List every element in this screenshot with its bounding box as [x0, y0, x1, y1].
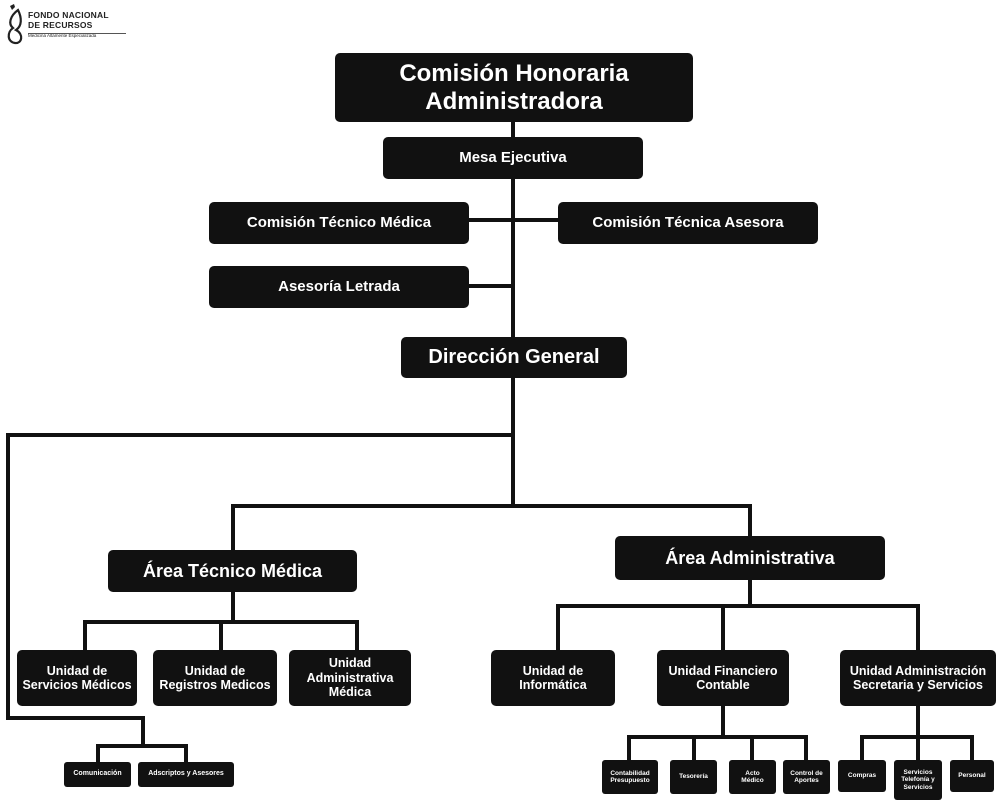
node-unidad-servicios-medicos: Unidad de Servicios Médicos [17, 650, 137, 706]
node-unidad-administrativa-medica: Unidad Administrativa Médica [289, 650, 411, 706]
node-mesa-ejecutiva: Mesa Ejecutiva [383, 137, 643, 179]
node-contabilidad-presupuesto-label: Contabilidad Presupuesto [610, 769, 650, 784]
node-comision-tecnico-medica: Comisión Técnico Médica [209, 202, 469, 244]
node-tesoreria: Tesorería [670, 760, 717, 794]
node-unidad-registros-medicos-label: Unidad de Registros Medicos [159, 663, 271, 692]
node-unidad-financiero-contable: Unidad Financiero Contable [657, 650, 789, 706]
node-personal: Personal [950, 760, 994, 792]
node-personal-label: Personal [958, 772, 986, 780]
node-comunicacion: Comunicación [64, 762, 131, 787]
node-asesoria-letrada-label: Asesoría Letrada [278, 278, 400, 296]
node-contabilidad-presupuesto: Contabilidad Presupuesto [602, 760, 658, 794]
fnr-logo-icon [7, 4, 23, 45]
node-unidad-informatica-label: Unidad de Informática [519, 663, 587, 692]
node-comision-tecnico-medica-label: Comisión Técnico Médica [246, 214, 432, 232]
node-control-aportes: Control de Aportes [783, 760, 830, 794]
node-unidad-servicios-medicos-label: Unidad de Servicios Médicos [22, 663, 132, 692]
node-servicios-telefonia: Servicios Telefonía y Servicios [894, 760, 942, 800]
node-adscriptos-asesores-label: Adscriptos y Asesores [148, 770, 224, 778]
node-direccion-general: Dirección General [401, 337, 627, 378]
node-unidad-financiero-contable-label: Unidad Financiero Contable [668, 663, 778, 692]
node-area-tecnico-medica: Área Técnico Médica [108, 550, 357, 592]
fnr-logo: FONDO NACIONAL DE RECURSOS Medicina Alta… [4, 2, 144, 54]
node-control-aportes-label: Control de Aportes [790, 769, 823, 784]
node-comision-tecnica-asesora-label: Comisión Técnica Asesora [592, 214, 784, 232]
node-asesoria-letrada: Asesoría Letrada [209, 266, 469, 308]
node-comision-tecnica-asesora: Comisión Técnica Asesora [558, 202, 818, 244]
node-acto-medico-label: Acto Médico [741, 769, 764, 784]
logo-divider [28, 33, 126, 34]
node-compras-label: Compras [847, 772, 877, 780]
node-direccion-general-label: Dirección General [428, 346, 600, 368]
node-unidad-administracion-secretaria-label: Unidad Administración Secretaria y Servi… [849, 663, 987, 692]
node-comunicacion-label: Comunicación [73, 770, 122, 778]
node-unidad-registros-medicos: Unidad de Registros Medicos [153, 650, 277, 706]
node-unidad-administrativa-medica-label: Unidad Administrativa Médica [306, 656, 394, 700]
node-comision-honoraria-label: Comisión Honoraria Administradora [399, 59, 629, 115]
node-area-administrativa: Área Administrativa [615, 536, 885, 580]
logo-line-2: DE RECURSOS [28, 20, 93, 30]
node-adscriptos-asesores: Adscriptos y Asesores [138, 762, 234, 787]
node-mesa-ejecutiva-label: Mesa Ejecutiva [459, 149, 567, 167]
node-servicios-telefonia-label: Servicios Telefonía y Servicios [901, 768, 935, 791]
node-unidad-informatica: Unidad de Informática [491, 650, 615, 706]
node-unidad-administracion-secretaria: Unidad Administración Secretaria y Servi… [840, 650, 996, 706]
node-tesoreria-label: Tesorería [679, 773, 708, 781]
node-compras: Compras [838, 760, 886, 792]
logo-line-3: Medicina Altamente Especializada [28, 33, 97, 38]
logo-line-1: FONDO NACIONAL [28, 10, 109, 20]
node-comision-honoraria: Comisión Honoraria Administradora [335, 53, 693, 122]
node-area-administrativa-label: Área Administrativa [665, 547, 835, 568]
node-area-tecnico-medica-label: Área Técnico Médica [142, 560, 323, 581]
node-acto-medico: Acto Médico [729, 760, 776, 794]
